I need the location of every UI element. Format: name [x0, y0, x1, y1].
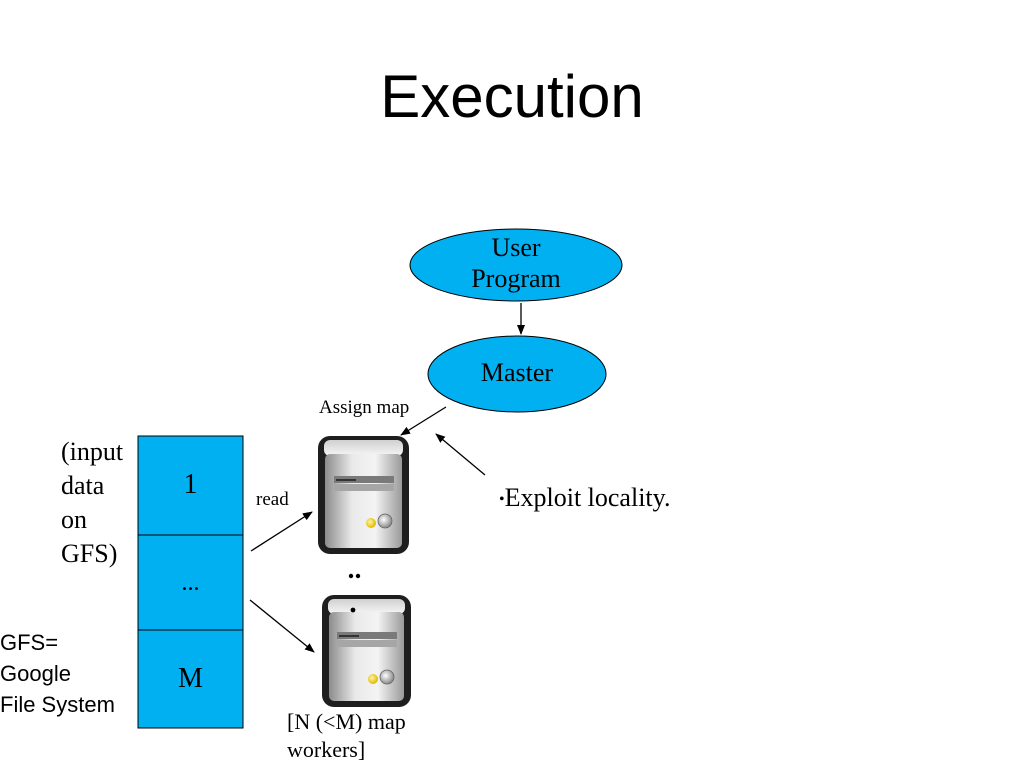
input-caption-line: on	[61, 505, 87, 534]
input-block-1	[137, 435, 244, 536]
assign-map-label: Assign map	[319, 397, 410, 418]
bullet-marker: •	[499, 491, 505, 508]
user-program-label-line2: Program	[471, 264, 561, 294]
user-program-label-line1: User	[491, 233, 541, 262]
bullet-text: Exploit locality.	[504, 483, 671, 512]
arrow-read-bottom	[249, 599, 315, 653]
workers-caption: [N (<M) map workers]	[287, 708, 406, 764]
input-block-1-label: 1	[183, 469, 198, 500]
arrow-exploit-locality	[435, 433, 486, 476]
input-block-middle-label: ...	[181, 570, 200, 596]
ellipsis-dot	[348, 573, 354, 579]
input-block-m	[137, 629, 244, 729]
input-caption: (input data on GFS)	[61, 435, 123, 571]
user-program-node	[409, 228, 623, 302]
gfs-note-line: File System	[0, 692, 115, 717]
input-caption-line: data	[61, 471, 105, 500]
master-node	[427, 335, 607, 413]
read-label: read	[256, 489, 289, 510]
server-icon	[322, 595, 411, 707]
arrow-assign-map	[400, 406, 447, 436]
ellipsis-dot	[355, 573, 361, 579]
gfs-note: GFS= Google File System	[0, 627, 115, 720]
gfs-note-line: GFS=	[0, 630, 59, 655]
bullet-item: •Exploit locality.	[499, 483, 670, 513]
arrow-read-top	[250, 511, 313, 552]
input-block-m-label: M	[178, 663, 203, 694]
user-program-label: User Program	[430, 232, 602, 294]
input-block-middle	[137, 534, 244, 631]
slide-title: Execution	[380, 63, 644, 130]
master-label: Master	[480, 358, 554, 387]
input-caption-line: (input	[61, 437, 124, 466]
ellipsis-dot	[350, 607, 356, 613]
workers-caption-line: workers]	[287, 737, 366, 762]
workers-caption-line: [N (<M) map	[287, 709, 406, 734]
gfs-note-line: Google	[0, 661, 71, 686]
server-icon	[318, 436, 409, 554]
input-caption-line: GFS)	[61, 539, 118, 568]
